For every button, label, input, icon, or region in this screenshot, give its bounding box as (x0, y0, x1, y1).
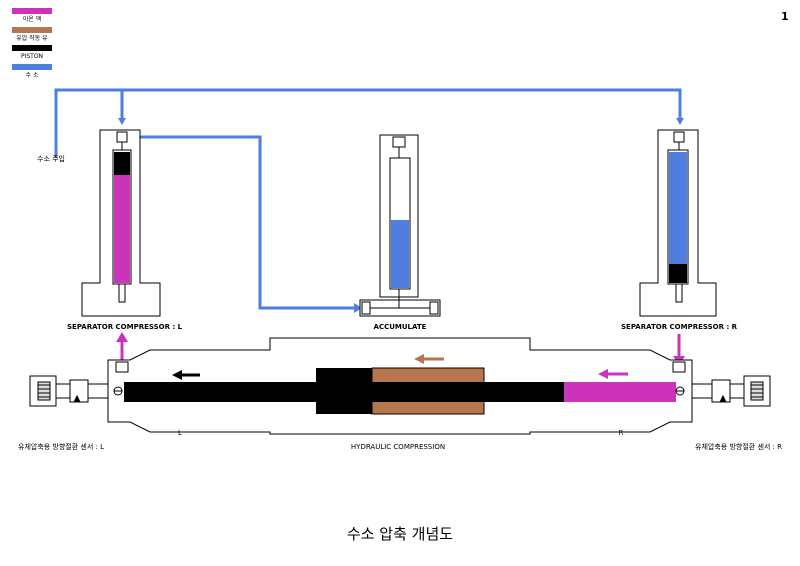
arrow-down-icon (676, 118, 684, 125)
ionic-liquid-chamber (564, 382, 676, 402)
piston-head (316, 368, 372, 414)
legend: 이온 액 유압 작동 유 PISTON 수 소 (12, 8, 52, 79)
separator-left-label: SEPARATOR COMPRESSOR : L (67, 323, 183, 331)
accumulator (359, 134, 441, 317)
hydrogen-accumulator (391, 220, 409, 288)
legend-swatch-hydrogen (12, 64, 52, 70)
arrow-left-icon (172, 370, 182, 380)
side-left-label: L (178, 429, 182, 437)
arrow-down-icon (118, 118, 126, 125)
ionic-liquid-left (114, 175, 130, 283)
page-number: 1 (781, 10, 789, 23)
legend-label: 유압 작동 유 (16, 34, 48, 42)
legend-label: 이온 액 (23, 15, 41, 23)
separator-compressor-right (639, 129, 717, 317)
hydrogen-to-accumulator-line (130, 135, 356, 310)
arrow-left-icon (414, 354, 424, 364)
legend-label: 수 소 (26, 72, 39, 79)
direction-sensor-right (672, 361, 771, 407)
hydraulic-oil-bottom (372, 402, 484, 414)
direction-sensor-left (29, 361, 129, 407)
diagram-title: 수소 압축 개념도 (347, 525, 453, 543)
legend-swatch-hydraulic-oil (12, 27, 52, 33)
legend-swatch-piston (12, 45, 52, 51)
hydrogen-inlet-label: 수소 주입 (37, 155, 65, 163)
arrow-left-icon (598, 369, 608, 379)
hydraulic-compression-label: HYDRAULIC COMPRESSION (351, 443, 445, 451)
sensor-right-label: 유체압축용 방향절환 센서 : R (695, 442, 782, 451)
separator-right-label: SEPARATOR COMPRESSOR : R (621, 323, 738, 331)
hydraulic-oil-top (372, 368, 484, 382)
hydrogen-inlet-line (54, 88, 682, 158)
piston-right (669, 264, 687, 283)
hydraulic-compressor (107, 337, 693, 435)
piston-left (114, 152, 130, 175)
accumulate-label: ACCUMULATE (374, 323, 427, 331)
arrow-right-icon (354, 303, 362, 313)
separator-compressor-left (81, 129, 161, 317)
hydrogen-right (669, 152, 687, 264)
legend-swatch-ionic-liquid (12, 8, 52, 14)
sensor-left-label: 유체압축용 방향절환 센서 : L (18, 442, 104, 451)
side-right-label: R (619, 429, 624, 437)
legend-label: PISTON (21, 53, 43, 60)
hydrogen-lines (54, 88, 682, 310)
arrow-up-icon (116, 332, 128, 342)
